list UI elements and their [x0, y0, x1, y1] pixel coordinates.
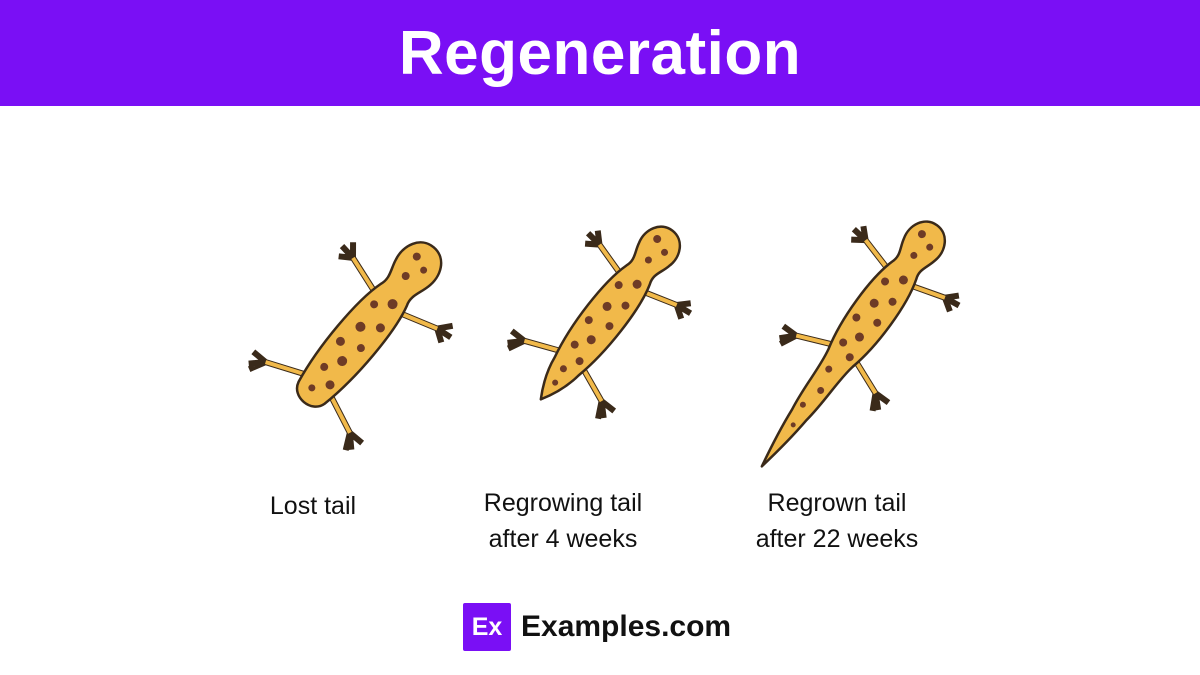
- caption-line: Regrowing tail: [483, 489, 643, 517]
- caption-lost-tail: Lost tail: [238, 488, 388, 524]
- caption-line: after 22 weeks: [755, 525, 919, 553]
- caption-line: Lost tail: [269, 492, 357, 520]
- gecko-regrown-tail-illustration: [760, 220, 961, 468]
- caption-line: after 4 weeks: [488, 525, 638, 553]
- site-name: Examples.com: [521, 610, 732, 643]
- caption-regrowing-tail: Regrowing tail after 4 weeks: [448, 485, 678, 557]
- page-title: Regeneration: [398, 18, 802, 88]
- examples-logo-icon: Ex: [463, 603, 511, 651]
- gecko-regrowing-tail-illustration: [506, 225, 693, 420]
- gecko-lost-tail-illustration: [247, 241, 454, 451]
- caption-regrown-tail: Regrown tail after 22 weeks: [722, 485, 952, 557]
- header-banner: Regeneration: [0, 0, 1200, 106]
- caption-line: Regrown tail: [767, 489, 907, 517]
- footer-brand: Ex Examples.com: [463, 603, 731, 651]
